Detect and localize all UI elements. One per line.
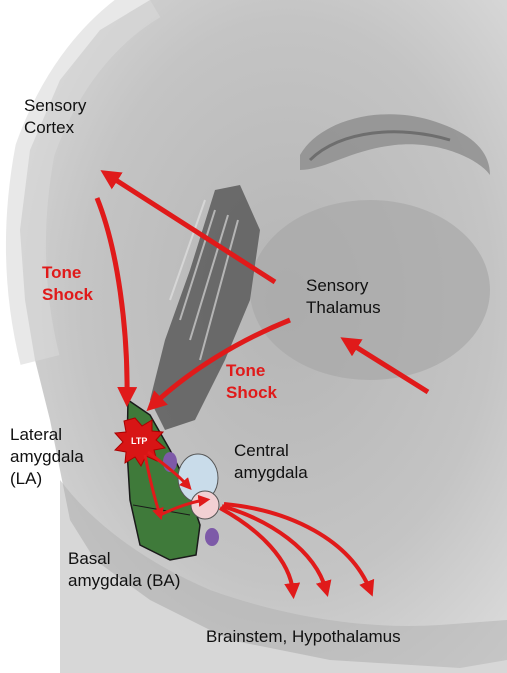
intercalated-cells [191,491,219,519]
label-basal-line1: Basal [68,548,180,570]
label-central-line1: Central [234,440,308,462]
label-basal-line2: amygdala (BA) [68,570,180,592]
label-sensory-thalamus-line1: Sensory [306,275,381,297]
label-tone-right: Tone [226,360,277,382]
label-sensory-thalamus-line2: Thalamus [306,297,381,319]
label-lateral-line2: amygdala [10,446,84,468]
purple-nucleus-lower [205,528,219,546]
label-basal-amygdala: Basal amygdala (BA) [68,548,180,592]
label-sensory-cortex: Sensory Cortex [24,95,86,139]
label-brainstem-hypothalamus: Brainstem, Hypothalamus [206,626,401,648]
label-central-amygdala: Central amygdala [234,440,308,484]
label-lateral-amygdala: Lateral amygdala (LA) [10,424,84,490]
label-shock-right: Shock [226,382,277,404]
label-lateral-line1: Lateral [10,424,84,446]
label-tone-shock-right: Tone Shock [226,360,277,404]
label-sensory-cortex-line2: Cortex [24,117,86,139]
label-sensory-thalamus: Sensory Thalamus [306,275,381,319]
label-ltp: LTP [131,436,147,446]
label-tone-left: Tone [42,262,93,284]
label-tone-shock-left: Tone Shock [42,262,93,306]
label-lateral-line3: (LA) [10,468,84,490]
label-shock-left: Shock [42,284,93,306]
label-sensory-cortex-line1: Sensory [24,95,86,117]
label-central-line2: amygdala [234,462,308,484]
